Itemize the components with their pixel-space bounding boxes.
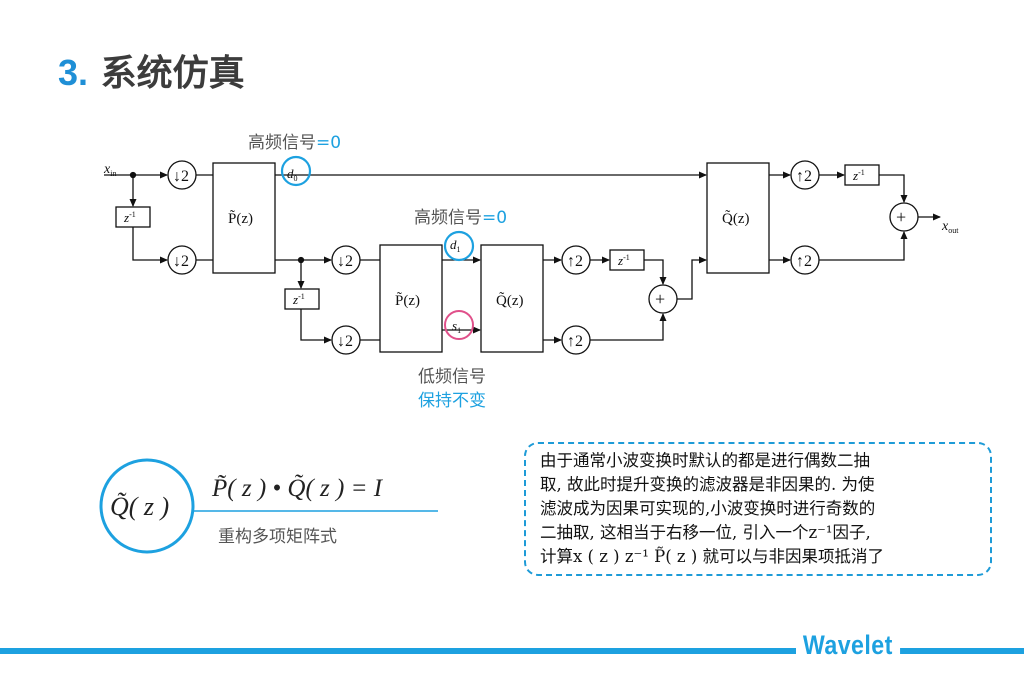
delay-label-3: z-1 (617, 253, 630, 268)
title-text: 系统仿真 (100, 53, 245, 94)
title-number: 3. (58, 52, 89, 93)
note-line-1: 由于通常小波变换时默认的都是进行偶数二抽 (540, 451, 870, 470)
downsample-arrow-1b: ↓2 (173, 253, 189, 270)
output-label: xout (941, 219, 959, 235)
downsample-arrow-1a: ↓2 (173, 168, 189, 185)
note-line-3: 滤波成为因果可实现的,小波变换时进行奇数的 (540, 499, 876, 518)
formula-circle-label: Q̃( z ) (110, 492, 169, 521)
upsample-arrow-1b: ↑2 (796, 253, 812, 270)
delay-box-2 (284, 288, 320, 310)
formula-caption: 重构多项矩阵式 (218, 527, 337, 547)
s1-highlight (444, 310, 474, 340)
lifting-diagram: xin z-1 ↓2 ↓2 P̃(z) d0 z-1 ↓2 ↓2 (99, 133, 959, 554)
q-block-1 (706, 162, 770, 274)
brand-logo: Wavelet (796, 630, 900, 661)
upsample-arrow-2a: ↑2 (567, 253, 583, 270)
q-label-1: Q̃(z) (722, 210, 749, 227)
annot-low-2: 保持不变 (418, 391, 486, 411)
note-line-5: 计算x ( z ) z⁻¹ P̃( z ) 就可以与非因果项抵消了 (540, 547, 885, 566)
delay-label-2: z-1 (292, 292, 305, 307)
d0-label: d0 (287, 166, 298, 183)
delay-label-4: z-1 (852, 168, 865, 183)
formula-equation: P̃( z ) • Q̃( z ) = I (211, 475, 384, 502)
annot-mid: 高频信号=0 (414, 208, 507, 228)
d1-highlight (443, 230, 475, 262)
formula-circle (99, 458, 195, 554)
s1-label: s1 (452, 318, 461, 335)
downsample-arrow-2b: ↓2 (337, 333, 353, 350)
annot-top: 高频信号=0 (248, 133, 341, 153)
adder-1-sign: + (655, 289, 665, 309)
annot-low-1: 低频信号 (418, 367, 486, 387)
formula-block: Q̃( z ) P̃( z ) • Q̃( z ) = I 重构多项矩阵式 (99, 458, 438, 554)
footer-bar (0, 648, 1024, 654)
note-line-4: 二抽取, 这相当于右移一位, 引入一个z⁻¹因子, (540, 523, 871, 542)
note-line-2: 取, 故此时提升变换的滤波器是非因果的. 为使 (540, 475, 875, 494)
page-title: 3. 系统仿真 (58, 44, 245, 96)
q-label-2: Q̃(z) (496, 292, 523, 309)
p-label-2: P̃(z) (395, 292, 420, 309)
downsample-arrow-2a: ↓2 (337, 253, 353, 270)
delay-label-1: z-1 (123, 210, 136, 225)
q-block-2 (480, 244, 544, 353)
p-block-1 (212, 162, 276, 274)
note-box: 由于通常小波变换时默认的都是进行偶数二抽 取, 故此时提升变换的滤波器是非因果的… (524, 442, 992, 576)
p-block-2 (379, 244, 443, 353)
d0-highlight (280, 155, 312, 187)
adder-2-sign: + (896, 207, 906, 227)
upsample-arrow-2b: ↑2 (567, 333, 583, 350)
p-label-1: P̃(z) (228, 210, 253, 227)
input-label: xin (103, 162, 116, 178)
upsample-arrow-1a: ↑2 (796, 168, 812, 185)
d1-label: d1 (450, 237, 461, 254)
